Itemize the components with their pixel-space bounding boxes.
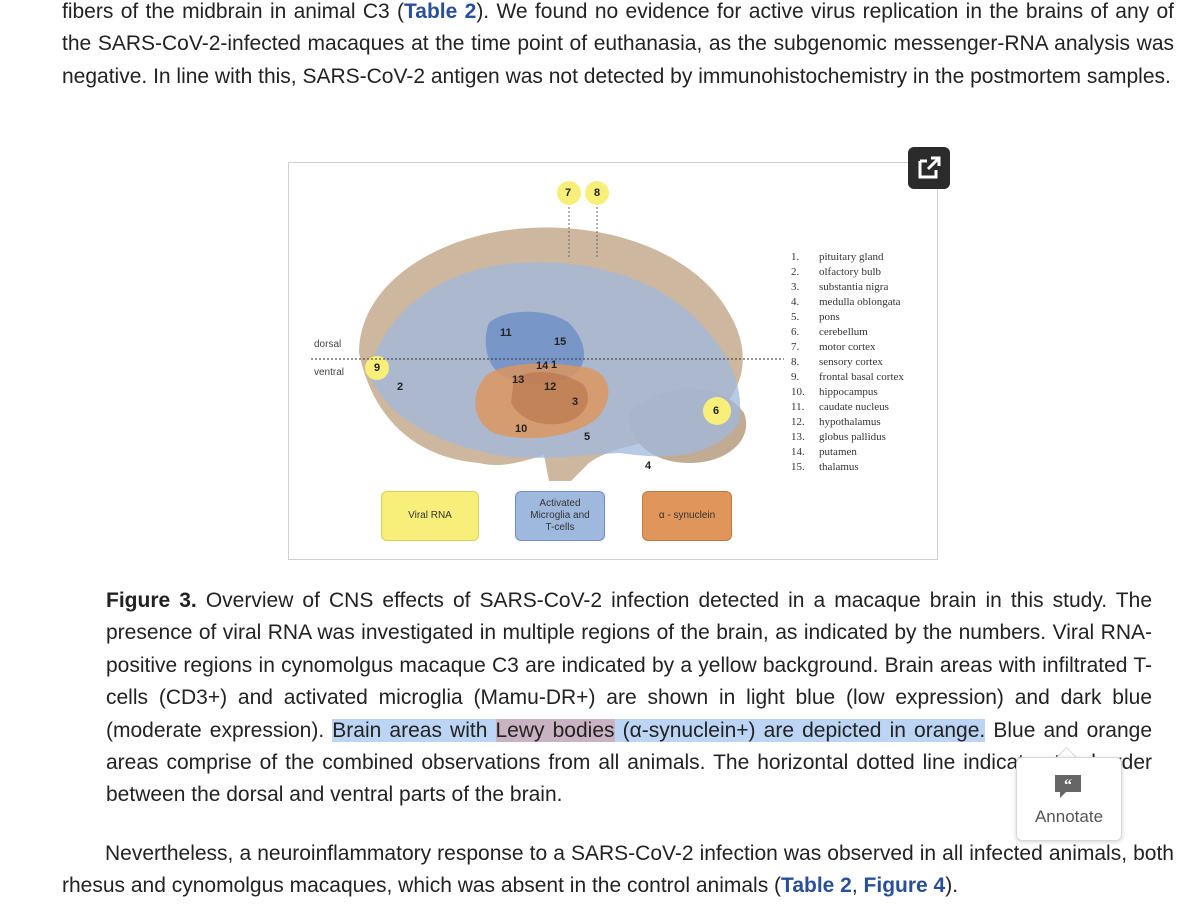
legend-row: 5.pons: [791, 311, 840, 323]
yellow-spot-7: [557, 181, 581, 205]
region-number: 9: [374, 362, 381, 374]
region-number: 15: [554, 336, 567, 348]
lewy-bodies-highlight: Lewy bodies: [495, 718, 615, 742]
region-number: 7: [565, 187, 572, 199]
figure-caption: Figure 3. Overview of CNS effects of SAR…: [106, 589, 1153, 807]
legend-row: 4.medulla oblongata: [791, 296, 901, 308]
annotate-label: Annotate: [1034, 807, 1104, 826]
expand-icon: [918, 156, 941, 179]
legend-row: 8.sensory cortex: [791, 356, 883, 368]
region-number: 6: [713, 405, 720, 417]
legend-row: 10.hippocampus: [791, 386, 878, 398]
key-synuclein: α - synuclein: [642, 491, 732, 541]
figure-4-link[interactable]: Figure 4: [863, 874, 946, 898]
figure-label: Figure 3.: [106, 589, 197, 612]
brain-diagram: [311, 181, 784, 481]
key-microglia: Activated Microglia and T-cells: [515, 491, 605, 541]
svg-text:“: “: [1064, 777, 1072, 794]
yellow-spot-9: [365, 356, 389, 380]
legend-row: 3.substantia nigra: [791, 281, 889, 293]
region-number: 13: [512, 374, 525, 386]
region-number: 4: [645, 460, 652, 472]
region-number: 11: [500, 327, 512, 339]
annotate-button[interactable]: “ Annotate: [1016, 757, 1122, 841]
legend-row: 15.thalamus: [791, 461, 859, 473]
legend-row: 6.cerebellum: [791, 326, 868, 338]
text: fibers of the midbrain in animal C3 (: [62, 0, 404, 23]
region-number: 5: [584, 431, 591, 443]
legend-row: 7.motor cortex: [791, 341, 876, 353]
figure-3-image[interactable]: dorsal ventral 1 2 3 4 5 6 7 8 9 10 11 1…: [288, 162, 938, 560]
legend-row: 12.hypothalamus: [791, 416, 881, 428]
selected-text[interactable]: Brain areas with Lewy bodies (α-synuclei…: [332, 718, 986, 742]
legend-row: 9.frontal basal cortex: [791, 371, 904, 383]
ventral-label: ventral: [314, 367, 345, 378]
dorsal-label: dorsal: [314, 339, 342, 350]
region-number: 10: [515, 423, 528, 435]
paragraph-top: fibers of the midbrain in animal C3 (Tab…: [62, 0, 1174, 93]
yellow-spot-6: [703, 397, 731, 425]
paragraph-bottom: Nevertheless, a neuroinflammatory respon…: [62, 842, 1174, 898]
region-number: 3: [572, 396, 579, 408]
legend-row: 2.olfactory bulb: [791, 266, 882, 278]
legend-row: 1.pituitary gland: [791, 251, 884, 263]
text: ). We found no evidence for active virus…: [62, 0, 1174, 88]
region-number: 1: [551, 359, 558, 371]
region-number: 14: [536, 360, 549, 372]
legend-row: 13.globus pallidus: [791, 431, 886, 443]
region-number: 12: [544, 381, 557, 393]
expand-figure-button[interactable]: [908, 147, 950, 189]
yellow-spot-8: [585, 181, 609, 205]
quote-icon: “: [1055, 775, 1081, 798]
table-2-link[interactable]: Table 2: [781, 874, 852, 898]
table-2-link[interactable]: Table 2: [404, 0, 477, 23]
orange-region-inner: [511, 372, 588, 425]
region-number: 2: [397, 381, 404, 393]
key-viral-rna: Viral RNA: [381, 491, 479, 541]
region-legend: 1.pituitary gland 2.olfactory bulb 3.sub…: [791, 250, 904, 475]
legend-row: 14.putamen: [791, 446, 857, 458]
legend-row: 11.caudate nucleus: [791, 401, 889, 413]
region-number: 8: [594, 187, 601, 199]
